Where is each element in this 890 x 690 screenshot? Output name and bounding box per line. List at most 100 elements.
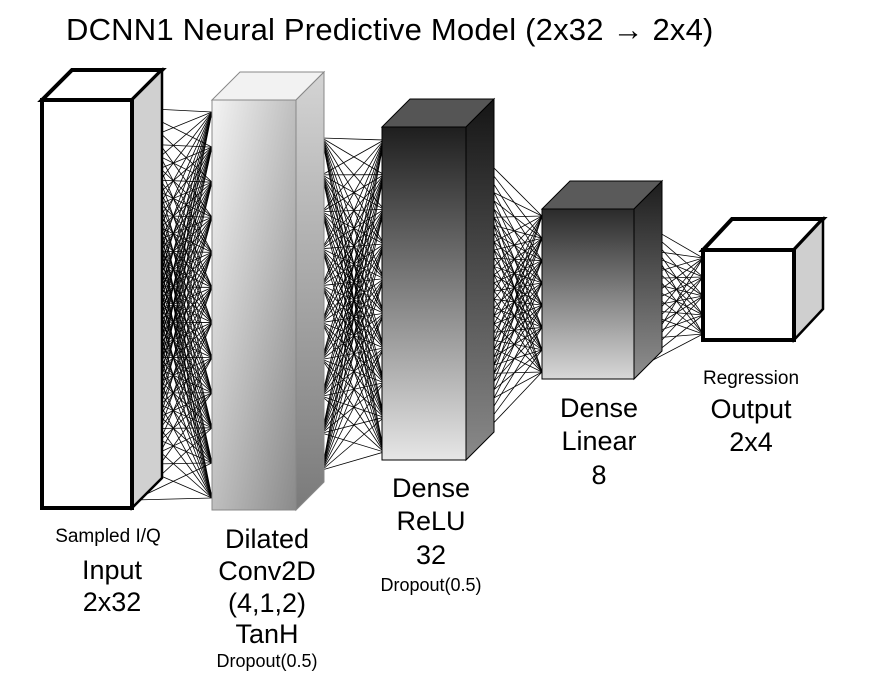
connection-line	[321, 359, 385, 453]
conv-layer-block	[210, 70, 326, 512]
connection-line	[321, 347, 385, 471]
input-layer-block	[37, 66, 167, 512]
input-label-line2: 2x32	[82, 587, 142, 617]
relu-layer-block	[380, 97, 496, 462]
connection-line	[321, 211, 385, 245]
connection-line	[321, 139, 385, 213]
connection-line	[321, 313, 385, 471]
connection-line	[321, 248, 385, 280]
relu-label-line3: 32	[415, 540, 447, 570]
connection-line	[321, 174, 385, 314]
connection-line	[321, 285, 385, 349]
connection-line	[321, 382, 385, 397]
connection-line	[321, 174, 385, 383]
connection-line	[321, 382, 385, 471]
connection-line	[321, 137, 385, 141]
connection-line	[321, 139, 385, 176]
linear-label-line2: Linear	[561, 426, 637, 456]
connection-line	[321, 278, 385, 323]
connection-line	[321, 285, 385, 383]
linear-label-line1: Dense	[559, 393, 639, 423]
connection-line	[321, 211, 385, 279]
connection-line	[321, 139, 385, 286]
conv-dropout-note: Dropout(0.5)	[216, 651, 318, 671]
connection-line	[321, 137, 385, 210]
connection-line	[321, 359, 385, 418]
connection-line	[321, 137, 385, 279]
conv-label-line2: Conv2D	[218, 556, 316, 586]
connection-line	[321, 451, 385, 471]
connection-line	[321, 278, 385, 471]
connection-line	[321, 313, 385, 360]
conv-label-line4: TanH	[235, 619, 299, 649]
connection-line	[321, 137, 385, 349]
connection-line	[321, 243, 385, 286]
connection-line	[321, 137, 385, 314]
connection-line	[321, 208, 385, 250]
connection-line	[321, 322, 385, 383]
connection-line	[133, 497, 213, 501]
relu-dropout-note: Dropout(0.5)	[380, 575, 482, 595]
input-caption: Sampled I/Q	[55, 526, 161, 547]
relu-label-line1: Dense	[391, 473, 471, 503]
connection-line	[321, 174, 385, 210]
connection-line	[321, 211, 385, 383]
connection-line	[321, 139, 385, 360]
connection-line	[321, 211, 385, 349]
input-label-line1: Input	[81, 555, 143, 585]
linear-layer-block	[540, 179, 664, 381]
diagram-title: DCNN1 Neural Predictive Model (2x32 → 2x…	[66, 12, 714, 47]
connection-line	[321, 285, 385, 418]
connection-line	[321, 139, 385, 471]
connection-line	[321, 347, 385, 397]
conv-label-line1: Dilated	[224, 524, 310, 554]
relu-label-line2: ReLU	[396, 506, 466, 536]
connection-line	[321, 416, 385, 434]
connection-line	[321, 139, 385, 249]
connection-line	[321, 417, 385, 471]
connection-line	[321, 139, 385, 434]
connection-line	[321, 248, 385, 418]
linear-label-line3: 8	[591, 460, 607, 490]
connection-line	[321, 139, 385, 323]
output-caption: Regression	[702, 368, 800, 389]
connection-line	[321, 395, 385, 453]
connection-line	[321, 322, 385, 349]
connection-line	[321, 248, 385, 349]
connection-line	[321, 347, 385, 360]
connection-line	[321, 211, 385, 418]
conv-label-line3: (4,1,2)	[227, 588, 307, 618]
connection-line	[321, 358, 385, 384]
connection-line	[321, 139, 385, 397]
connection-line	[321, 243, 385, 250]
connection-line	[321, 208, 385, 213]
connection-line	[321, 174, 385, 279]
connection-line	[321, 248, 385, 383]
output-label-line2: 2x4	[729, 427, 773, 457]
connection-line	[321, 322, 385, 418]
connection-line	[321, 248, 385, 453]
connection-line	[321, 322, 385, 453]
connection-line	[321, 137, 385, 245]
connection-line	[321, 174, 385, 471]
connection-line	[321, 211, 385, 314]
connection-line	[321, 248, 385, 314]
output-layer-block	[698, 215, 828, 344]
connection-line	[321, 137, 385, 176]
connection-line	[321, 432, 385, 453]
connection-line	[321, 312, 385, 323]
connection-line	[321, 209, 385, 471]
connection-line	[321, 174, 385, 349]
connection-line	[321, 278, 385, 286]
output-label-line1: Output	[710, 394, 792, 424]
connection-line	[321, 382, 385, 434]
connection-line	[321, 174, 385, 213]
connection-line	[321, 174, 385, 245]
connection-line	[321, 285, 385, 314]
connection-line	[321, 278, 385, 360]
connection-line	[321, 243, 385, 323]
connection-line	[321, 243, 385, 471]
connection-line	[321, 285, 385, 453]
connection-line	[321, 395, 385, 418]
